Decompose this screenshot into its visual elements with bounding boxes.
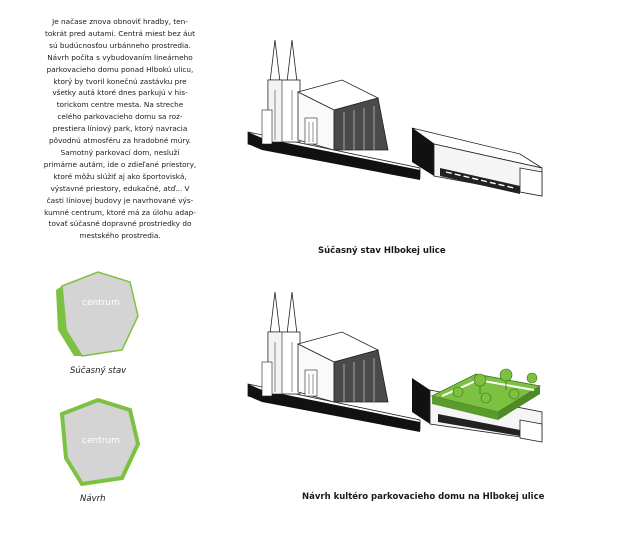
intro-line: časti líniovej budovy je navrhované výs- <box>46 195 194 205</box>
current-state-diagram <box>247 39 543 197</box>
intro-line: pôvodnú atmosféru za hradobné múry. <box>49 136 191 146</box>
intro-line: ktorý by tvoril konečnú zastávku pre <box>53 76 187 86</box>
intro-line: tovať súčasné dopravné prostriedky do <box>48 219 192 229</box>
intro-line: Samotný parkovací dom, nesluží <box>60 147 180 157</box>
intro-line: primárne autám, ide o zdieľané priestory… <box>43 159 197 169</box>
map-current-label: centrum <box>82 298 120 308</box>
intro-paragraph: Je načase znova obnoviť hradby, ten- tok… <box>30 16 210 242</box>
top-diagram-caption: Súčasný stav Hlbokej ulice <box>318 246 446 256</box>
intro-line: všetky autá ktoré dnes parkujú v his- <box>52 88 188 98</box>
intro-line: ktoré môžu slúžiť aj ako športoviská, <box>53 171 187 181</box>
proposal-diagram <box>247 291 543 443</box>
intro-line: torickom centre mesta. Na streche <box>56 100 184 110</box>
intro-line: Návrh počíta s vybudovaním lineárneho <box>47 52 193 62</box>
intro-line: mestského prostredia. <box>79 231 161 241</box>
map-proposal-label: centrum <box>82 436 120 446</box>
map-proposal <box>59 397 141 487</box>
intro-line: prestiera líniový park, ktorý navracia <box>52 124 188 134</box>
map-current-caption: Súčasný stav <box>70 366 127 376</box>
intro-line: tokrát pred autami. Centrá miest bez áut <box>44 28 195 38</box>
intro-line: kumné centrum, ktoré má za úlohu adap- <box>44 207 196 217</box>
bottom-diagram-caption: Návrh kultéro parkovacieho domu na Hlbok… <box>302 492 545 502</box>
map-proposal-caption: Návrh <box>80 494 106 504</box>
intro-line: Je načase znova obnoviť hradby, ten- <box>52 17 188 26</box>
map-current <box>56 271 139 357</box>
intro-line: sú budúcnosťou urbánneho prostredia. <box>49 40 191 50</box>
intro-line: celého parkovacieho domu sa roz- <box>57 112 183 122</box>
intro-line: výstavné priestory, edukačné, atď... V <box>50 183 190 193</box>
intro-line: parkovacieho domu ponad Hlbokú ulicu, <box>46 64 194 74</box>
